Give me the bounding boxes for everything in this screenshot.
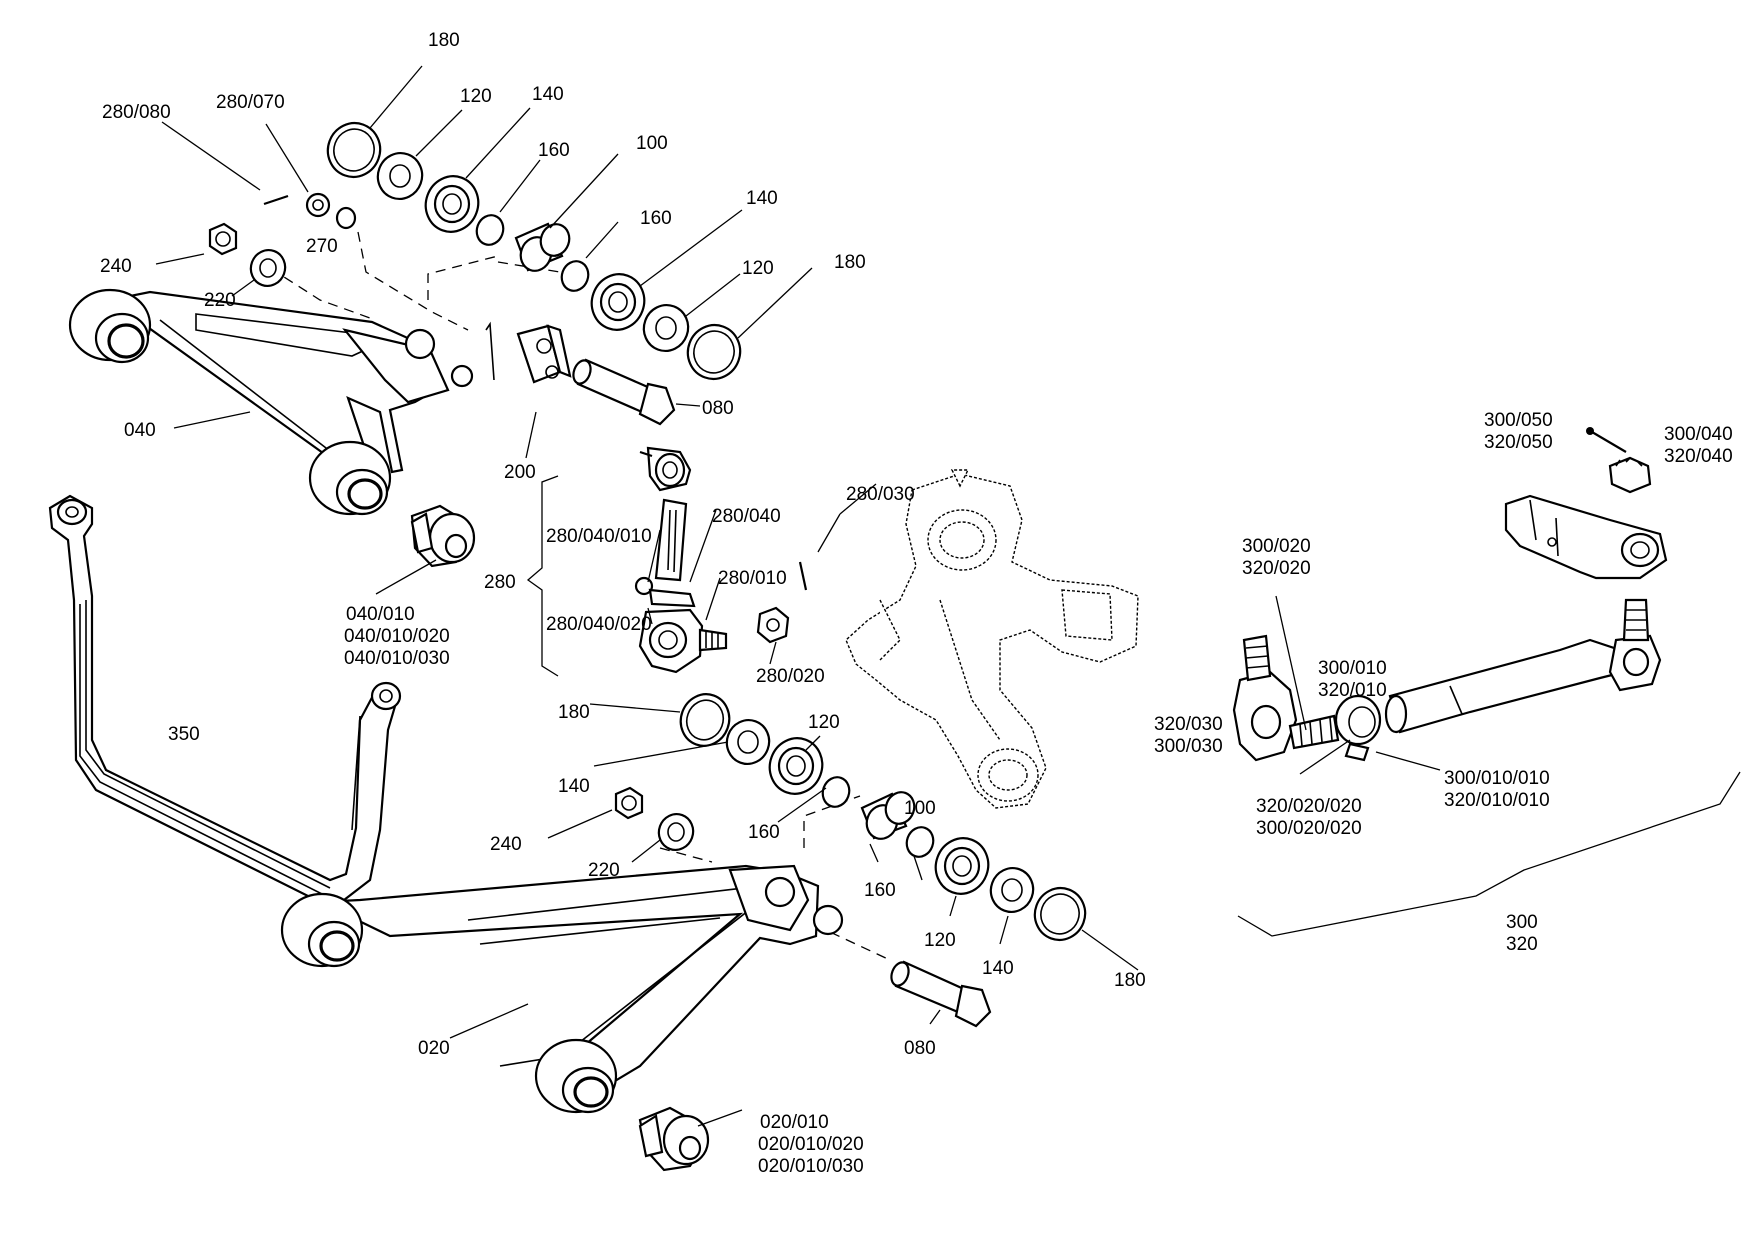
label-180: 180 <box>558 702 590 723</box>
label-020-010-030: 020/010/030 <box>758 1156 864 1177</box>
label-320-040: 320/040 <box>1664 446 1733 467</box>
label-120: 120 <box>808 712 840 733</box>
upper-parts-stack <box>208 122 742 426</box>
label-280-030: 280/030 <box>846 484 915 505</box>
label-160: 160 <box>864 880 896 901</box>
steering-rod-assembly <box>1232 427 1668 762</box>
label-120: 120 <box>742 258 774 279</box>
label-280-040-020: 280/040/020 <box>546 614 652 635</box>
brace-300-320 <box>1237 771 1741 937</box>
label-140: 140 <box>746 188 778 209</box>
label-280-040: 280/040 <box>712 506 781 527</box>
label-180: 180 <box>428 30 460 51</box>
label-120: 120 <box>924 930 956 951</box>
label-020-010-020: 020/010/020 <box>758 1134 864 1155</box>
label-320-020-020: 320/020/020 <box>1256 796 1362 817</box>
tie-rod-280 <box>634 446 808 674</box>
label-240: 240 <box>490 834 522 855</box>
label-120: 120 <box>460 86 492 107</box>
label-180: 180 <box>834 252 866 273</box>
label-020-010: 020/010 <box>760 1112 829 1133</box>
label-140: 140 <box>532 84 564 105</box>
label-300-010-010: 300/010/010 <box>1444 768 1550 789</box>
label-220: 220 <box>204 290 236 311</box>
label-280-040-010: 280/040/010 <box>546 526 652 547</box>
label-180: 180 <box>1114 970 1146 991</box>
label-320-010: 320/010 <box>1318 680 1387 701</box>
label-320-050: 320/050 <box>1484 432 1553 453</box>
label-140: 140 <box>982 958 1014 979</box>
label-350: 350 <box>168 724 200 745</box>
brace-280 <box>526 475 559 677</box>
label-200: 200 <box>504 462 536 483</box>
part-labels: 180 120 140 160 100 280/080 280/070 270 … <box>100 30 1733 1177</box>
label-040: 040 <box>124 420 156 441</box>
label-020: 020 <box>418 1038 450 1059</box>
label-280-080: 280/080 <box>102 102 171 123</box>
label-280-020: 280/020 <box>756 666 825 687</box>
upper-control-arm-040 <box>68 288 474 516</box>
label-300-010: 300/010 <box>1318 658 1387 679</box>
label-220: 220 <box>588 860 620 881</box>
label-160: 160 <box>538 140 570 161</box>
bush-020-010 <box>638 1106 710 1172</box>
label-040-010-030: 040/010/030 <box>344 648 450 669</box>
label-040-010: 040/010 <box>346 604 415 625</box>
label-140: 140 <box>558 776 590 797</box>
label-160: 160 <box>748 822 780 843</box>
label-300-050: 300/050 <box>1484 410 1553 431</box>
label-100: 100 <box>636 133 668 154</box>
label-080: 080 <box>904 1038 936 1059</box>
label-300-040: 300/040 <box>1664 424 1733 445</box>
leader-lines <box>155 65 1441 1127</box>
lower-control-arm-020 <box>280 864 844 1114</box>
label-160: 160 <box>640 208 672 229</box>
label-240: 240 <box>100 256 132 277</box>
label-270: 270 <box>306 236 338 257</box>
label-280: 280 <box>484 572 516 593</box>
label-300-030: 300/030 <box>1154 736 1223 757</box>
label-320-030: 320/030 <box>1154 714 1223 735</box>
label-100: 100 <box>904 798 936 819</box>
label-300-020-020: 300/020/020 <box>1256 818 1362 839</box>
label-320: 320 <box>1506 934 1538 955</box>
bush-040-010 <box>410 504 476 568</box>
label-320-020: 320/020 <box>1242 558 1311 579</box>
steering-knuckle <box>845 469 1139 809</box>
label-040-010-020: 040/010/020 <box>344 626 450 647</box>
lower-parts-stack <box>614 693 1087 1028</box>
label-300: 300 <box>1506 912 1538 933</box>
label-300-020: 300/020 <box>1242 536 1311 557</box>
label-280-070: 280/070 <box>216 92 285 113</box>
stabiliser-bar-350 <box>48 494 402 904</box>
label-320-010-010: 320/010/010 <box>1444 790 1550 811</box>
label-280-010: 280/010 <box>718 568 787 589</box>
label-080: 080 <box>702 398 734 419</box>
